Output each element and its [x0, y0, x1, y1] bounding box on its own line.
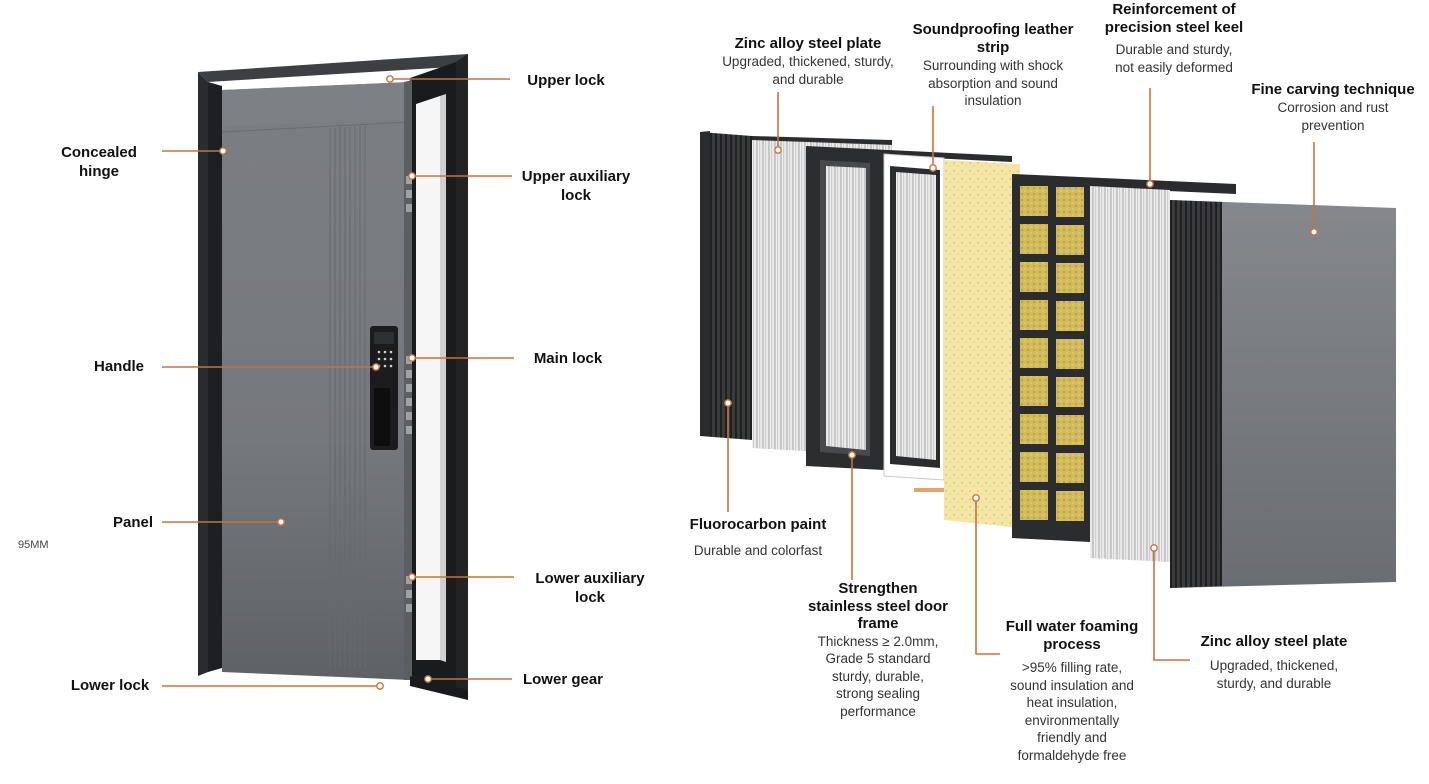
- layer-desc: Corrosion and rust prevention: [1277, 100, 1389, 133]
- label-lower-auxiliary-lock: Lower auxiliary lock: [535, 570, 645, 606]
- label-lower-gear: Lower gear: [522, 671, 604, 688]
- label-handle: Handle: [93, 358, 144, 375]
- layer-desc: Thickness ≥ 2.0mm, Grade 5 standard stur…: [817, 633, 939, 719]
- layer-label-fine-carving: Fine carving technique Corrosion and rus…: [1240, 80, 1426, 134]
- layer-desc: Upgraded, thickened, sturdy, and durable: [722, 54, 894, 87]
- side-dimension-text: 95MM: [18, 539, 49, 551]
- layer-title: Zinc alloy steel plate: [734, 35, 882, 52]
- layer-desc: >95% filling rate, sound insulation and …: [1010, 660, 1134, 763]
- layer-label-soundproofing-strip: Soundproofing leather strip Surrounding …: [896, 21, 1090, 110]
- exploded-layers: [700, 131, 1396, 588]
- label-lower-lock: Lower lock: [70, 677, 150, 694]
- label-upper-auxiliary-lock: Upper auxiliary lock: [521, 168, 631, 204]
- layer-label-water-foaming: Full water foaming process >95% filling …: [994, 618, 1150, 764]
- layer-label-steel-keel: Reinforcement of precision steel keel Du…: [1086, 1, 1262, 76]
- layer-desc: Surrounding with shock absorption and so…: [922, 58, 1064, 108]
- layer-desc: Durable and colorfast: [693, 543, 823, 558]
- layer-leader-dots: [724, 146, 1318, 552]
- door-illustration: [198, 54, 468, 700]
- layer-title: Zinc alloy steel plate: [1200, 633, 1348, 650]
- label-concealed-hinge: Concealed hinge: [61, 144, 137, 180]
- layer-label-zinc-alloy-top: Zinc alloy steel plate Upgraded, thicken…: [700, 34, 916, 88]
- layer-title: Fluorocarbon paint: [689, 516, 827, 533]
- layer-leader-lines: [727, 88, 1315, 661]
- door-leader-lines: [162, 78, 514, 687]
- layer-title: Fine carving technique: [1251, 81, 1415, 98]
- layer-label-door-frame: Strengthen stainless steel door frame Th…: [796, 580, 960, 720]
- layer-desc: Upgraded, thickened, sturdy, and durable: [1209, 658, 1339, 691]
- layer-desc: Durable and sturdy, not easily deformed: [1115, 42, 1233, 75]
- layer-title: Full water foaming process: [1005, 618, 1139, 653]
- layer-label-fluorocarbon-paint: Fluorocarbon paint Durable and colorfast: [680, 515, 836, 560]
- door-leader-dots: [219, 75, 432, 690]
- label-upper-lock: Upper lock: [527, 72, 605, 89]
- label-panel: Panel: [112, 514, 154, 531]
- layer-label-zinc-alloy-bottom: Zinc alloy steel plate Upgraded, thicken…: [1188, 632, 1360, 692]
- layer-title: Reinforcement of precision steel keel: [1104, 1, 1244, 36]
- label-main-lock: Main lock: [533, 350, 603, 367]
- layer-title: Soundproofing leather strip: [912, 21, 1074, 56]
- layer-title: Strengthen stainless steel door frame: [807, 580, 949, 632]
